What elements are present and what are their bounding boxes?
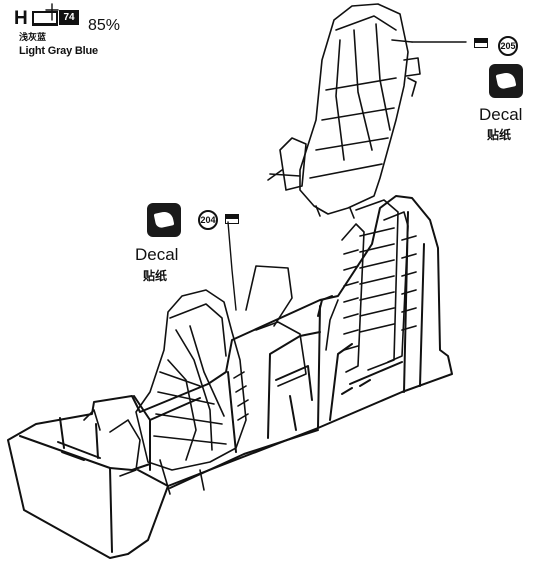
rear-seat-rails: [325, 199, 417, 373]
decal-label-204: Decal: [135, 245, 179, 264]
callout-204: 204: [198, 210, 218, 230]
decal-sheet-icon: [225, 214, 239, 224]
cockpit-tub: [7, 195, 453, 559]
callout-205: 205: [498, 36, 518, 56]
decal-sheet-icon: [474, 38, 488, 48]
paint-percent: 85%: [88, 17, 121, 34]
decal-label-cn-205: 贴纸: [487, 128, 512, 142]
paint-prefix: H: [14, 8, 28, 29]
paint-name-cn: 浅灰蓝: [19, 32, 47, 42]
decal-icon: [489, 64, 523, 98]
decal-icon: [147, 203, 181, 237]
paint-code-badge: 74: [59, 10, 79, 25]
front-ejection-seat: [83, 265, 307, 495]
paint-name-en: Light Gray Blue: [19, 45, 98, 57]
paint-can-icon: [32, 11, 58, 26]
rear-ejection-seat: [267, 3, 421, 219]
decal-label-205: Decal: [479, 105, 523, 124]
decal-label-cn-204: 贴纸: [143, 269, 168, 283]
leader-lines: [45, 3, 467, 311]
